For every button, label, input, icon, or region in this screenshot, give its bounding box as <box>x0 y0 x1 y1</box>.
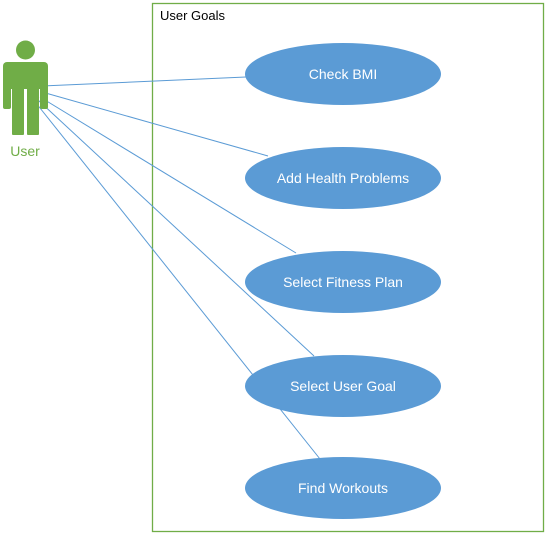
user-stick-figure-icon <box>3 40 48 135</box>
use-case-select-fitness-plan[interactable]: Select Fitness Plan <box>245 251 441 313</box>
use-case-find-workouts[interactable]: Find Workouts <box>245 457 441 519</box>
use-case-ellipse[interactable] <box>245 43 441 105</box>
association-line-add-health-problems <box>41 91 269 157</box>
association-line-select-fitness-plan <box>39 96 297 254</box>
use-case-label: Find Workouts <box>298 480 388 496</box>
actor-label: User <box>10 143 40 159</box>
use-case-label: Check BMI <box>309 66 377 82</box>
association-line-check-bmi <box>41 76 247 87</box>
use-case-check-bmi[interactable]: Check BMI <box>245 43 441 105</box>
use-case-ellipse[interactable] <box>245 251 441 313</box>
use-case-select-user-goal[interactable]: Select User Goal <box>245 355 441 417</box>
use-case-add-health-problems[interactable]: Add Health Problems <box>245 147 441 209</box>
association-line-select-user-goal <box>37 99 315 357</box>
actor-user: User <box>3 40 48 159</box>
use-case-ellipse[interactable] <box>245 457 441 519</box>
use-case-ellipse[interactable] <box>245 355 441 417</box>
system-boundary-title: User Goals <box>160 8 226 23</box>
use-case-label: Select Fitness Plan <box>283 274 403 290</box>
use-case-ellipse[interactable] <box>245 147 441 209</box>
use-case-label: Add Health Problems <box>277 170 409 186</box>
use-case-label: Select User Goal <box>290 378 396 394</box>
